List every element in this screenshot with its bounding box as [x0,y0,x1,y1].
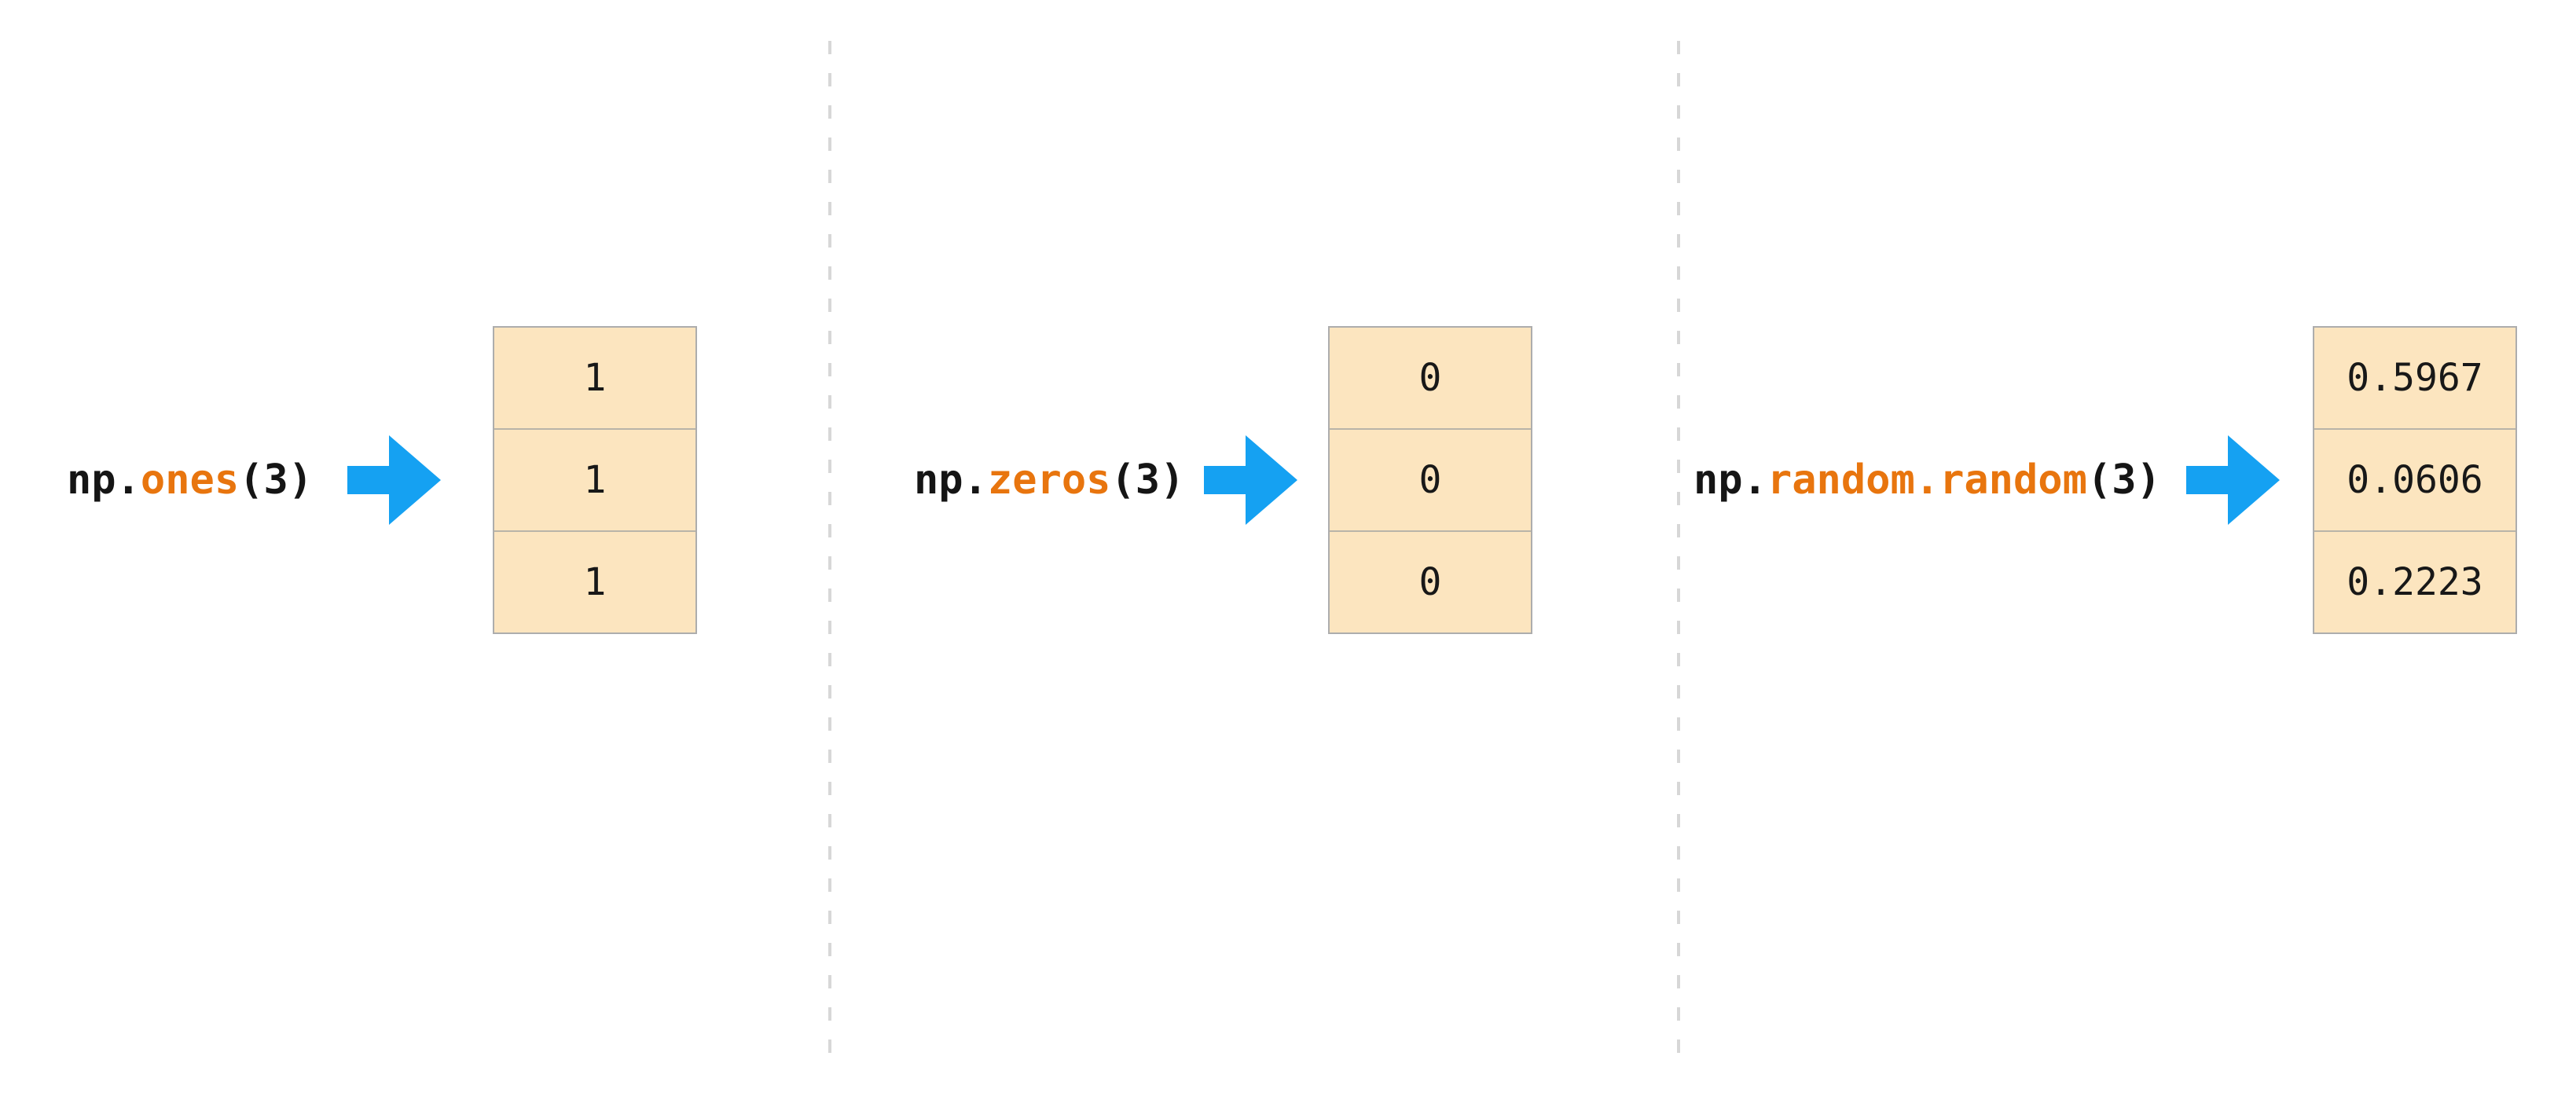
cell-value: 1 [583,356,607,400]
code-args: (3) [2086,456,2161,504]
code-label-np-zeros: np.zeros(3) [914,456,1184,504]
cell-value: 0 [1418,356,1442,400]
cell-value: 0.5967 [2347,356,2483,400]
code-args: (3) [1110,456,1185,504]
array-cell: 1 [494,530,695,632]
code-args: (3) [239,456,314,504]
right-arrow-icon [347,435,441,525]
cell-value: 0.0606 [2347,458,2483,502]
code-prefix: np. [1693,456,1767,504]
code-label-np-random-random: np.random.random(3) [1693,456,2161,504]
code-prefix: np. [914,456,988,504]
code-function-name: ones [140,456,240,504]
array-cell: 1 [494,428,695,530]
code-function-name: random.random [1767,456,2087,504]
cell-value: 1 [583,560,607,604]
array-cell: 0 [1330,428,1531,530]
array-cell: 0.0606 [2314,428,2515,530]
right-arrow-icon [1204,435,1297,525]
cell-value: 0.2223 [2347,560,2483,604]
cell-value: 1 [583,458,607,502]
cell-value: 0 [1418,560,1442,604]
code-function-name: zeros [987,456,1111,504]
panel-divider [828,41,831,1064]
right-arrow-icon [2186,435,2280,525]
array-cell: 1 [494,328,695,428]
array-column-random: 0.5967 0.0606 0.2223 [2313,326,2517,634]
array-cell: 0 [1330,530,1531,632]
array-cell: 0.5967 [2314,328,2515,428]
code-prefix: np. [67,456,141,504]
code-label-np-ones: np.ones(3) [67,456,313,504]
array-column-zeros: 0 0 0 [1328,326,1532,634]
cell-value: 0 [1418,458,1442,502]
array-column-ones: 1 1 1 [493,326,697,634]
panel-divider [1677,41,1680,1064]
array-cell: 0 [1330,328,1531,428]
array-cell: 0.2223 [2314,530,2515,632]
